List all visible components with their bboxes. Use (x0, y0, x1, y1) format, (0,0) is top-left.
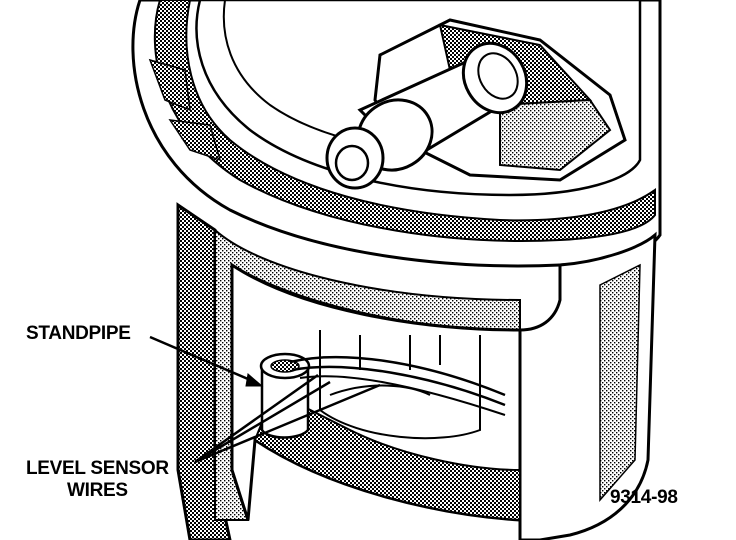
hex-boss-side (499, 98, 612, 172)
standpipe-label: STANDPIPE (26, 323, 131, 344)
level-sensor-label-line1: LEVEL SENSOR (26, 458, 169, 479)
leader-lines (149, 335, 381, 464)
level-sensor-wires (289, 355, 506, 416)
window-cup (253, 388, 521, 522)
level-sensor-label-line2: WIRES (67, 479, 128, 501)
level-sensor-wires-label: LEVEL SENSOR WIRES (26, 458, 169, 502)
fuel-outlet-nipple (325, 41, 529, 190)
figure-number: 9314-98 (610, 487, 678, 508)
reservoir-right-shade (599, 263, 641, 502)
pump-cylinder (319, 330, 481, 440)
flange-rim (153, 0, 656, 242)
inner-ring-shade (148, 58, 222, 162)
